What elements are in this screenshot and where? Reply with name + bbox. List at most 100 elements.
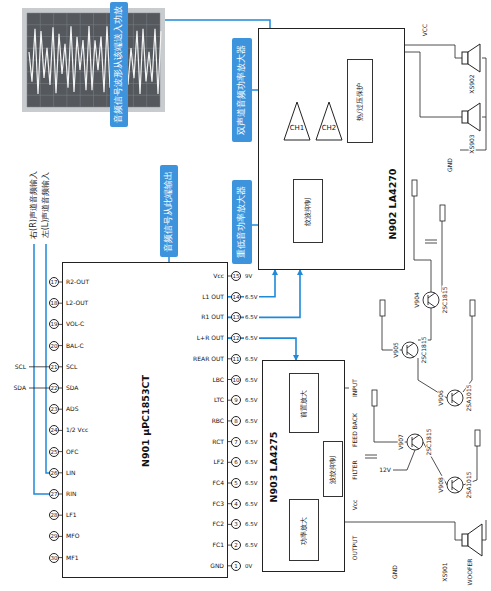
grid-line: [27, 107, 160, 108]
pin-number: 17: [49, 277, 59, 287]
pin-name: BAL-C: [66, 342, 84, 349]
bus-wires: [29, 367, 49, 388]
component-label: SDA: [14, 385, 26, 392]
component-label: V905: [393, 341, 400, 359]
ic-package: N902 LA4270CH1CH2热/过压保护纹波抑制: [258, 28, 405, 270]
voltage-label: 6.5V: [244, 501, 259, 507]
voltage-label: 6.5V: [244, 459, 259, 465]
pin-number: 27: [49, 489, 59, 499]
component-label: Vcc: [352, 499, 359, 512]
protection-block: 热/过压保护: [347, 59, 373, 143]
pin-name: R1 OUT: [201, 314, 224, 321]
triangle-shape: [284, 102, 310, 140]
pin-name: LBC: [212, 376, 224, 383]
node-text: 音频信号波形从该端送入功放: [114, 6, 123, 123]
node-text: 波纹抑制: [330, 456, 338, 484]
pin-number: 1: [231, 561, 241, 571]
component-label: 2SA1015: [466, 383, 473, 412]
voltage-label: 6.5V: [244, 397, 259, 403]
pin-number: 2: [231, 540, 241, 550]
component-label: FEED BACK: [352, 412, 359, 448]
pin-name: FC2: [213, 521, 224, 528]
pin-name: SCL: [66, 364, 77, 371]
pin-name: REAR OUT: [193, 356, 224, 363]
callout-box: 重低音功率放大器: [232, 180, 252, 264]
node-text: 前置放大: [301, 390, 309, 418]
pin-number: 11: [231, 354, 241, 364]
waveform: [29, 26, 161, 94]
pin-number: 10: [231, 375, 241, 385]
component-label: XS902: [469, 73, 476, 94]
pin-name: SDA: [66, 385, 78, 392]
component-label: SCL: [15, 364, 26, 371]
pin-name: RCT: [212, 438, 224, 445]
voltage-label: 6.5V: [244, 480, 259, 486]
pin-name: MFO: [66, 533, 79, 540]
pin-name: L2-OUT: [66, 300, 88, 307]
pin-number: 21: [49, 362, 59, 372]
voltage-label: 6.5V: [244, 314, 259, 320]
pin-number: 15: [231, 271, 241, 281]
node-text: 音频信号从此端输出: [164, 171, 173, 252]
voltage-label: 6.5V: [244, 376, 259, 382]
grid-line: [27, 24, 160, 25]
voltage-label: 6.5V: [244, 542, 259, 548]
ripple-block: 波纹抑制: [323, 441, 343, 497]
node-text: 双声道音频功率放大器: [237, 45, 246, 135]
pin-number: 22: [49, 383, 59, 393]
pin-name: MF1: [66, 554, 78, 561]
component-label: V908: [438, 476, 445, 494]
pin-name: VOL-C: [66, 321, 84, 328]
voltage-label: 6.5V: [244, 439, 259, 445]
component-label: 12V: [378, 467, 392, 474]
pin-name: FC4: [213, 480, 224, 487]
node-text: 重低音功率放大器: [237, 186, 246, 258]
pin-name: FC1: [213, 542, 224, 549]
component-label: INPUT: [352, 378, 359, 398]
triangle-outline: [315, 101, 343, 141]
power-amp-block: 功率放大: [289, 499, 319, 561]
voltage-label: 6.5V: [244, 335, 259, 341]
pin-number: 30: [49, 553, 59, 563]
pin-name: LTC: [214, 397, 224, 404]
component-label: 2SA1015: [466, 470, 473, 499]
component-label: 2SC1815: [426, 427, 433, 456]
ripple-block: 纹波抑制: [293, 179, 323, 243]
preamp-block: 前置放大: [289, 373, 319, 433]
pin-number: 12: [231, 333, 241, 343]
component-label: V906: [438, 389, 445, 407]
voltage-label: 6.5V: [244, 294, 259, 300]
pin-number: 4: [231, 499, 241, 509]
node-text: N902 LA4270: [388, 169, 398, 240]
component-label: FILTER: [352, 459, 359, 480]
component-label: OUTPUT: [352, 535, 359, 561]
transistor-symbols: [402, 292, 463, 493]
pin-number: 24: [49, 425, 59, 435]
node-text: CH1: [290, 125, 305, 133]
pin-name: LF1: [66, 512, 77, 519]
pin-number: 20: [49, 341, 59, 351]
pin-name: L1 OUT: [202, 293, 224, 300]
pin-number: 5: [231, 478, 241, 488]
callout-box: 音频信号波形从该端送入功放: [110, 2, 128, 127]
component-label: 右(R)声道音频输入: [30, 170, 39, 240]
pin-number: 8: [231, 416, 241, 426]
component-label: 2SC1815: [421, 335, 428, 364]
speaker-wiring: [345, 45, 486, 540]
pin-name: 1/2 Vcc: [66, 427, 88, 434]
pin-number: 26: [49, 468, 59, 478]
pin-number: 19: [49, 319, 59, 329]
component-label: V904: [414, 291, 421, 309]
triangle-outline: [283, 101, 311, 141]
node-text: N901 μPC1853CT: [141, 375, 151, 467]
pin-name: LIN: [66, 470, 76, 477]
grid-line: [27, 36, 160, 37]
component-label: VCC: [422, 23, 429, 37]
pin-name: ADS: [66, 406, 79, 413]
pin-number: 25: [49, 447, 59, 457]
callout-box: 双声道音频功率放大器: [232, 38, 252, 142]
scope-grid: [27, 13, 160, 107]
voltage-label: 9V: [244, 273, 253, 279]
voltage-label: 6.5V: [244, 418, 259, 424]
voltage-label: 6.5V: [244, 521, 259, 527]
